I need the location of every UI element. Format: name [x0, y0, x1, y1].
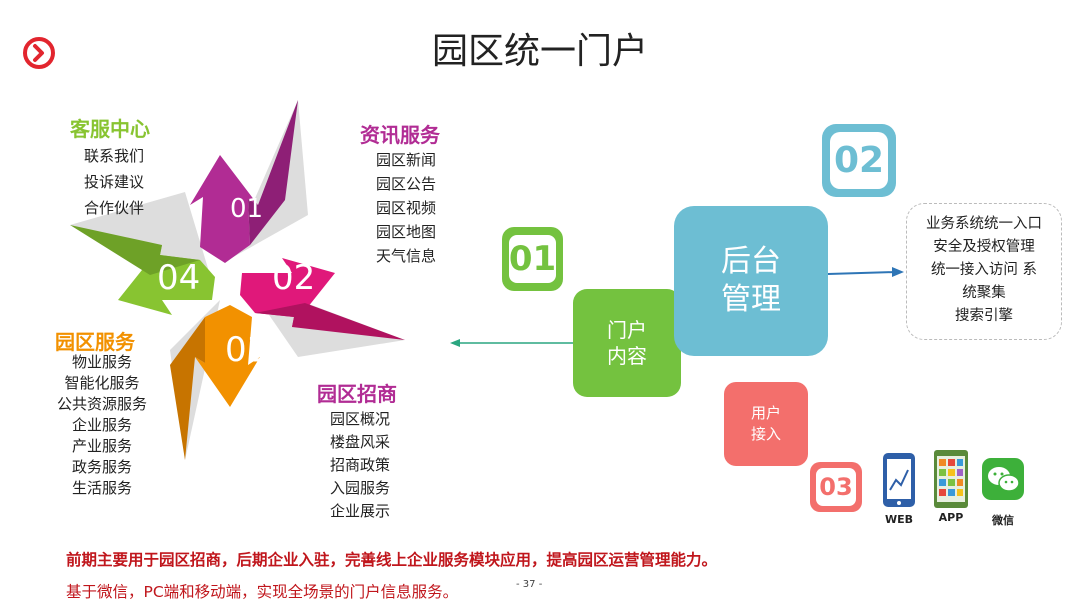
- list-item: 企业服务: [71, 416, 132, 434]
- list-item: 入园服务: [330, 479, 391, 497]
- web-label: WEB: [884, 513, 914, 526]
- backend-description-box: 业务系统统一入口 安全及授权管理 统一接入访问 系 统聚集 搜索引擎: [906, 203, 1062, 340]
- fold-shadow: [70, 192, 210, 275]
- next-arrow-icon[interactable]: [22, 36, 56, 70]
- petal-02-fold: [255, 303, 405, 340]
- list-item: 投诉建议: [84, 173, 145, 191]
- list-item: 智能化服务: [64, 374, 140, 392]
- investment-list: 园区概况 楼盘风采 招商政策 入园服务 企业展示: [330, 408, 390, 523]
- portal-label-1: 门户: [607, 318, 647, 342]
- petal-04-number: 04: [157, 258, 201, 298]
- list-item: 企业展示: [330, 502, 391, 520]
- list-item: 生活服务: [71, 479, 132, 497]
- petal-02-number: 02: [272, 258, 316, 298]
- petal-01: [190, 155, 258, 263]
- petal-04-fold: [70, 225, 200, 275]
- pinwheel-graphic: [70, 100, 405, 460]
- list-item: 联系我们: [84, 147, 145, 165]
- page-title: 园区统一门户: [431, 31, 648, 72]
- list-item: 园区概况: [330, 410, 391, 428]
- backend-number-frame: 02: [822, 124, 896, 197]
- portal-number: 01: [509, 235, 556, 283]
- footer-line-2: 基于微信，PC端和移动端，实现全场景的门户信息服务。: [66, 583, 459, 601]
- news-service-list: 园区新闻 园区公告 园区视频 园区地图 天气信息: [376, 148, 436, 268]
- desc-item: 安全及授权管理: [933, 239, 1035, 255]
- desc-item: 统一接入访问 系: [930, 262, 1038, 278]
- desc-item: 统聚集: [962, 285, 1006, 301]
- list-item: 公共资源服务: [56, 395, 147, 413]
- list-item: 物业服务: [71, 353, 132, 371]
- wechat-icon[interactable]: [982, 458, 1024, 500]
- list-item: 产业服务: [71, 437, 132, 455]
- list-item: 园区视频: [376, 199, 437, 217]
- desc-item: 搜索引擎: [955, 308, 1013, 324]
- list-item: 招商政策: [330, 456, 391, 474]
- wechat-label: 微信: [992, 514, 1014, 527]
- app-label: APP: [938, 511, 964, 524]
- list-item: 楼盘风采: [330, 433, 391, 451]
- petal-03-fold: [170, 317, 205, 460]
- list-item: 园区新闻: [376, 151, 437, 169]
- user-number-frame: 03: [810, 462, 862, 512]
- backend-number: 02: [830, 132, 888, 189]
- portal-label-2: 内容: [607, 344, 647, 368]
- arrow-head-icon: [892, 267, 904, 277]
- list-item: 政务服务: [71, 458, 132, 476]
- list-item: 园区公告: [376, 175, 437, 193]
- footer-line-1: 前期主要用于园区招商，后期企业入驻，完善线上企业服务模块应用，提高园区运营管理能…: [66, 551, 718, 569]
- portal-content-box[interactable]: 门户 内容: [573, 289, 681, 397]
- petal-03-number: 03: [225, 330, 269, 370]
- arrow-head-icon: [450, 339, 460, 347]
- petal-01-fold: [248, 100, 298, 245]
- news-service-title: 资讯服务: [360, 123, 440, 147]
- petal-01-number: 01: [230, 194, 264, 224]
- connector-arrows: [450, 267, 904, 347]
- user-access-box[interactable]: 用户 接入: [724, 382, 808, 466]
- investment-title: 园区招商: [317, 382, 397, 406]
- list-item: 天气信息: [376, 247, 437, 265]
- park-service-list: 物业服务 智能化服务 公共资源服务 企业服务 产业服务 政务服务 生活服务: [52, 352, 152, 499]
- backend-arrow: [827, 271, 897, 275]
- user-label-2: 接入: [750, 425, 781, 443]
- page-number: - 37 -: [516, 579, 543, 590]
- list-item: 合作伙伴: [84, 199, 145, 217]
- user-number: 03: [816, 468, 856, 506]
- app-grid-icon[interactable]: [934, 450, 968, 508]
- park-service-title: 园区服务: [55, 330, 135, 354]
- phone-chart-icon[interactable]: [882, 452, 916, 508]
- desc-item: 业务系统统一入口: [926, 216, 1042, 232]
- customer-service-title: 客服中心: [70, 117, 150, 141]
- backend-label-2: 管理: [721, 282, 781, 317]
- customer-service-list: 联系我们 投诉建议 合作伙伴: [84, 143, 144, 221]
- petal-03: [195, 305, 260, 407]
- petal-02: [240, 258, 335, 327]
- user-label-1: 用户: [750, 404, 781, 422]
- backend-label-1: 后台: [721, 244, 781, 279]
- list-item: 园区地图: [376, 223, 437, 241]
- backend-management-box[interactable]: 后台 管理: [674, 206, 828, 356]
- portal-number-frame: 01: [502, 227, 563, 291]
